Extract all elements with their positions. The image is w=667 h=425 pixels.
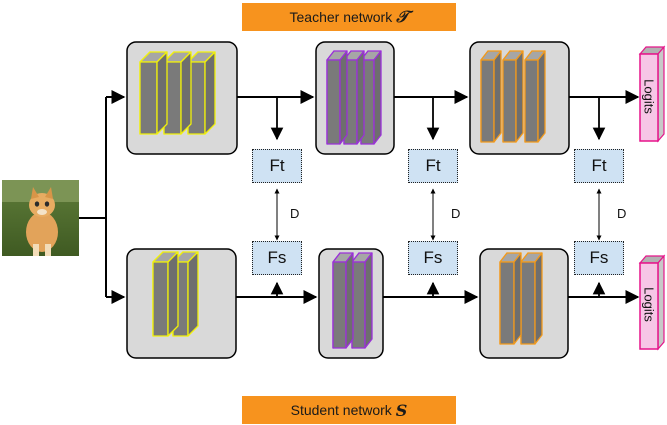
layer-slab [524,50,546,143]
layer-slab [499,252,522,345]
teacher-banner-label: Teacher network [289,9,393,25]
student-logits-label: Logits [641,287,657,322]
input-image [2,180,79,256]
teacher-banner-symbol: 𝒯 [396,7,409,26]
layer-slab [502,50,524,143]
student-logits-box [638,254,666,351]
student-network-banner: Student network S [242,396,456,424]
teacher-feature-box: Ft [408,149,458,183]
student-feature-box: Fs [574,241,624,275]
teacher-feature-box: Ft [574,149,624,183]
layer-slab [351,252,373,349]
teacher-logits-label: Logits [641,79,657,114]
layer-slabs [139,50,546,349]
layer-slab [520,252,543,345]
layer-slab [332,252,354,349]
layer-slab [480,50,502,143]
student-feature-box: Fs [408,241,458,275]
teacher-network-banner: Teacher network 𝒯 [242,3,456,31]
teacher-logits-box [638,45,666,143]
student-banner-label: Student network [290,402,392,418]
distance-label: D [451,206,461,221]
student-feature-box: Fs [252,241,302,275]
layer-slab [187,51,216,135]
layer-slab [326,50,348,145]
student-banner-symbol: S [395,400,408,420]
feature-taps [270,97,606,297]
layer-slab [163,51,192,135]
layer-slab [139,51,168,135]
layer-slab [152,251,179,337]
distance-arrows [274,188,602,241]
input-split-lines [79,90,126,304]
teacher-feature-box: Ft [252,149,302,183]
distance-label: D [290,206,300,221]
distance-label: D [617,206,627,221]
